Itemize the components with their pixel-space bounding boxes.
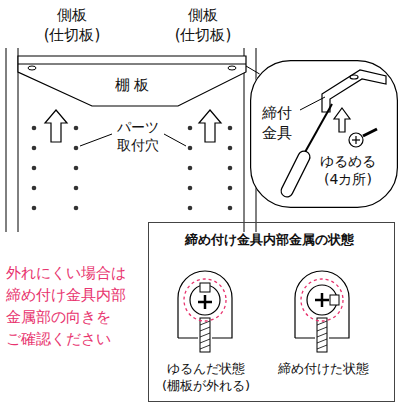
hole xyxy=(188,206,193,211)
hole xyxy=(32,186,37,191)
screwdriver-handle-face xyxy=(287,157,304,191)
thread xyxy=(200,339,210,343)
hole xyxy=(188,126,193,131)
hole xyxy=(74,186,79,191)
thread xyxy=(317,345,327,349)
hole xyxy=(32,146,37,151)
node-heading: 棚 板 xyxy=(18,76,246,96)
thread xyxy=(200,345,210,349)
thread xyxy=(200,327,210,331)
cam-notch xyxy=(200,283,210,292)
screwdriver-handle xyxy=(287,157,304,191)
screw-cross xyxy=(355,136,356,144)
node-heading: 締め付け金具内部金属の状態 xyxy=(149,232,389,249)
cam-notch xyxy=(330,295,339,305)
hole xyxy=(228,206,233,211)
hole xyxy=(228,146,233,151)
leader-line xyxy=(80,134,112,146)
shelf-board: 棚 板 xyxy=(18,56,246,106)
part-label: パーツ 取付穴 xyxy=(110,118,166,154)
up-arrow xyxy=(199,110,221,142)
leader-line xyxy=(246,66,260,74)
thread xyxy=(317,327,327,331)
hole xyxy=(228,166,233,171)
callout-detail xyxy=(287,70,386,191)
dashed-ring xyxy=(301,279,343,321)
cam-cross xyxy=(204,295,207,309)
callout-bubble: 締付 金具ゆるめる (4カ所) xyxy=(250,60,398,208)
hole xyxy=(188,186,193,191)
note-text: 外れにくい場合は 締め付け金具内部 金属部の向きを ご確認ください xyxy=(6,262,134,350)
node-heading: 側板 (仕切板) xyxy=(37,6,107,45)
side-panel: 側板 (仕切板) xyxy=(36,4,108,50)
hole xyxy=(188,146,193,151)
hole xyxy=(32,126,37,131)
panel-edge xyxy=(6,48,7,232)
fastener-loose xyxy=(178,271,232,352)
side-panel: 側板 (仕切板) xyxy=(166,4,240,50)
dashed-ring xyxy=(184,279,226,321)
panel-edge xyxy=(18,48,19,232)
node-heading: 側板 (仕切板) xyxy=(168,6,238,45)
up-arrow xyxy=(45,110,67,142)
thread xyxy=(200,333,210,337)
hole xyxy=(228,186,233,191)
thread xyxy=(317,333,327,337)
shelf-hole xyxy=(28,66,36,70)
screw-shank xyxy=(363,129,377,136)
hole xyxy=(74,126,79,131)
shelf-edge xyxy=(18,64,246,65)
callout-outline xyxy=(251,61,398,208)
state-panel: 締め付け金具内部金属の状態ゆるんだ状態 (棚板が外れる) 締め付けた状態 xyxy=(148,222,395,402)
hole xyxy=(228,126,233,131)
hole xyxy=(32,206,37,211)
screw-shank xyxy=(200,318,210,352)
screwdriver-shaft xyxy=(304,104,332,154)
cam-cross xyxy=(321,293,324,307)
shelf-outline xyxy=(18,56,246,106)
screw-head xyxy=(349,133,363,147)
hole xyxy=(74,146,79,151)
hole xyxy=(32,166,37,171)
shelf-hole xyxy=(228,66,236,70)
shelf-fill xyxy=(18,56,246,106)
side-panels xyxy=(6,48,256,232)
callout-fill xyxy=(250,60,398,208)
bracket-hole xyxy=(350,75,358,79)
fastener-tight xyxy=(295,271,349,352)
leader-line xyxy=(300,97,325,110)
node-caption: ゆるめる (4カ所) xyxy=(316,152,380,188)
leader-line xyxy=(164,134,186,146)
screw-threads xyxy=(200,321,210,349)
node-caption: ゆるんだ状態 (棚板が外れる) xyxy=(151,361,261,395)
thread xyxy=(317,339,327,343)
hole xyxy=(188,166,193,171)
node-caption: 締め付けた状態 xyxy=(268,361,378,378)
hole xyxy=(74,206,79,211)
node-heading: 締付 金具 xyxy=(262,104,302,143)
panel-edge xyxy=(244,48,245,232)
screw-threads xyxy=(317,321,327,349)
up-arrow xyxy=(334,108,350,132)
screw-shank xyxy=(317,318,327,352)
hole xyxy=(74,166,79,171)
